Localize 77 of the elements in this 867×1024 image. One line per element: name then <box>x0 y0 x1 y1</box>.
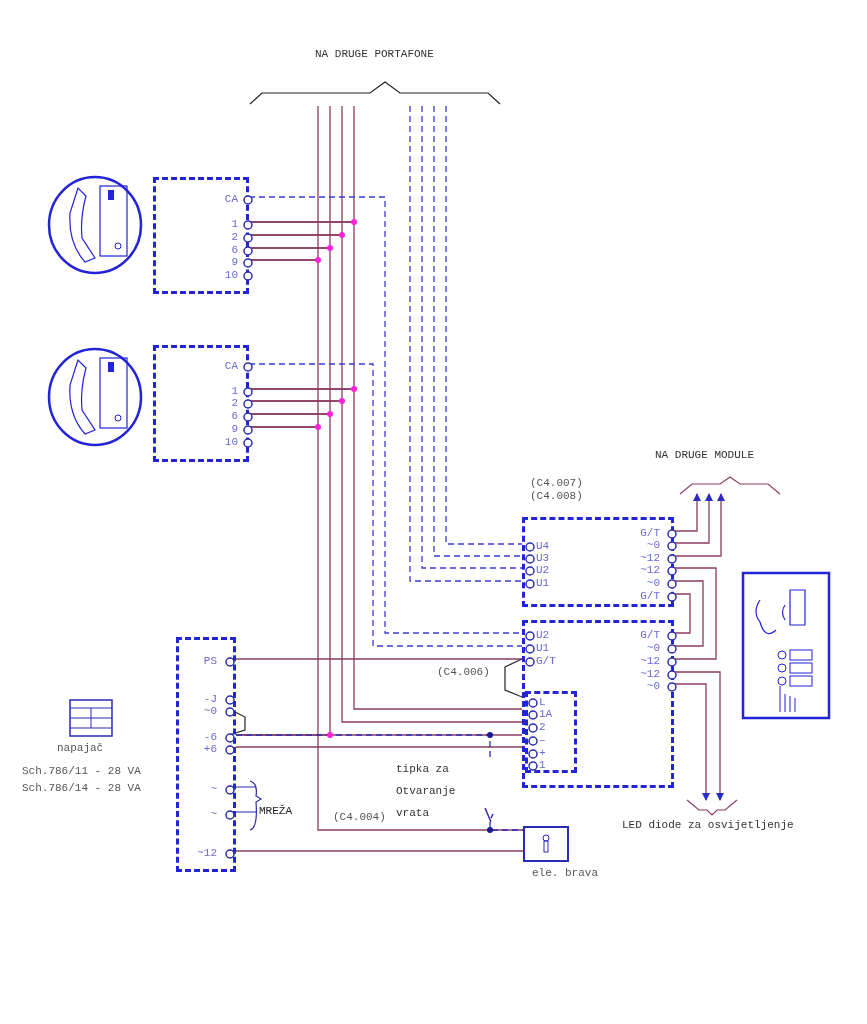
terminal-label: 9 <box>231 423 238 436</box>
model-label: Sch.786/11 - 28 VA <box>22 765 141 778</box>
switch-label: tipka za Otvaranje vrata <box>396 762 457 821</box>
wire <box>673 493 725 557</box>
terminal-label: 2 <box>231 231 238 244</box>
terminal-label: U1 <box>536 642 550 655</box>
terminal-label: 10 <box>224 269 238 282</box>
terminal-block <box>525 691 577 773</box>
terminal-label: ~12 <box>640 552 660 565</box>
terminal-label: U2 <box>536 564 550 577</box>
terminal-label: 1 <box>539 759 546 772</box>
terminal-label: ~0 <box>646 539 660 552</box>
part-code-label: ele. brava <box>532 867 598 880</box>
terminal-label: ~0 <box>203 705 217 718</box>
terminal-label: ~ <box>210 808 217 821</box>
terminal-label: CA <box>224 360 238 373</box>
terminal-label: 1 <box>231 218 238 231</box>
mains-label: MREŽA <box>259 805 292 818</box>
terminal-label: -6 <box>203 731 217 744</box>
caption-text: NA DRUGE PORTAFONE <box>315 48 434 61</box>
wire <box>673 580 704 647</box>
terminal-label: ~0 <box>646 680 660 693</box>
terminal-label: G/T <box>640 527 660 540</box>
speaker-module <box>522 620 674 788</box>
terminal-label: U1 <box>536 577 550 590</box>
terminal-label: CA <box>224 193 238 206</box>
wire <box>673 567 717 660</box>
wire <box>235 746 523 748</box>
dashed-wire <box>235 734 491 759</box>
wire <box>235 658 523 660</box>
terminal-label: G/T <box>640 590 660 603</box>
terminal-label: 1 <box>231 385 238 398</box>
terminal-label: 6 <box>231 410 238 423</box>
terminal-label: ~12 <box>640 668 660 681</box>
edge-label: (C4.006) <box>437 666 490 679</box>
terminal-label: G/T <box>536 655 556 668</box>
terminal-label: 9 <box>231 256 238 269</box>
terminal-label: -J <box>203 693 217 706</box>
terminal-label: + <box>539 747 546 760</box>
terminal-label: ~12 <box>640 564 660 577</box>
caption-text: NA DRUGE MODULE <box>655 449 755 462</box>
part-code-label: (C4.008) <box>530 490 583 503</box>
terminal-label: ~12 <box>640 655 660 668</box>
power-supply-unit <box>176 637 236 872</box>
terminal-label: – <box>539 734 546 747</box>
wire <box>673 593 691 634</box>
dashed-wire <box>489 821 524 831</box>
wire <box>673 493 713 544</box>
terminal-label: 1A <box>539 708 553 721</box>
wire <box>673 671 724 801</box>
terminal-label: U3 <box>536 552 550 565</box>
terminal-label: 2 <box>231 397 238 410</box>
wire <box>248 426 524 831</box>
terminal-label: U2 <box>536 629 550 642</box>
part-code-label: (C4.007) <box>530 477 583 490</box>
terminal-label: G/T <box>640 629 660 642</box>
edge-label: (C4.004) <box>333 811 386 824</box>
dashed-wire <box>248 363 523 647</box>
model-label: Sch.786/14 - 28 VA <box>22 782 141 795</box>
wire <box>504 658 523 698</box>
terminal-label: 2 <box>539 721 546 734</box>
terminal-label: ~12 <box>197 847 217 860</box>
terminal-label: ~0 <box>646 642 660 655</box>
terminal-label: 10 <box>224 436 238 449</box>
terminal-label: PS <box>203 655 217 668</box>
wire <box>235 850 524 852</box>
caption-text: LED diode za osvijetljenje <box>622 819 794 832</box>
wire <box>673 683 710 801</box>
terminal-label: U4 <box>536 540 550 553</box>
dashed-wire <box>445 105 523 545</box>
terminal-label: L <box>539 696 546 709</box>
wire <box>673 493 701 532</box>
terminal-label: +6 <box>203 743 217 756</box>
terminal-label: 6 <box>231 244 238 257</box>
supply-caption: napajač <box>57 742 104 755</box>
terminal-label: ~0 <box>646 577 660 590</box>
terminal-label: ~ <box>210 783 217 796</box>
